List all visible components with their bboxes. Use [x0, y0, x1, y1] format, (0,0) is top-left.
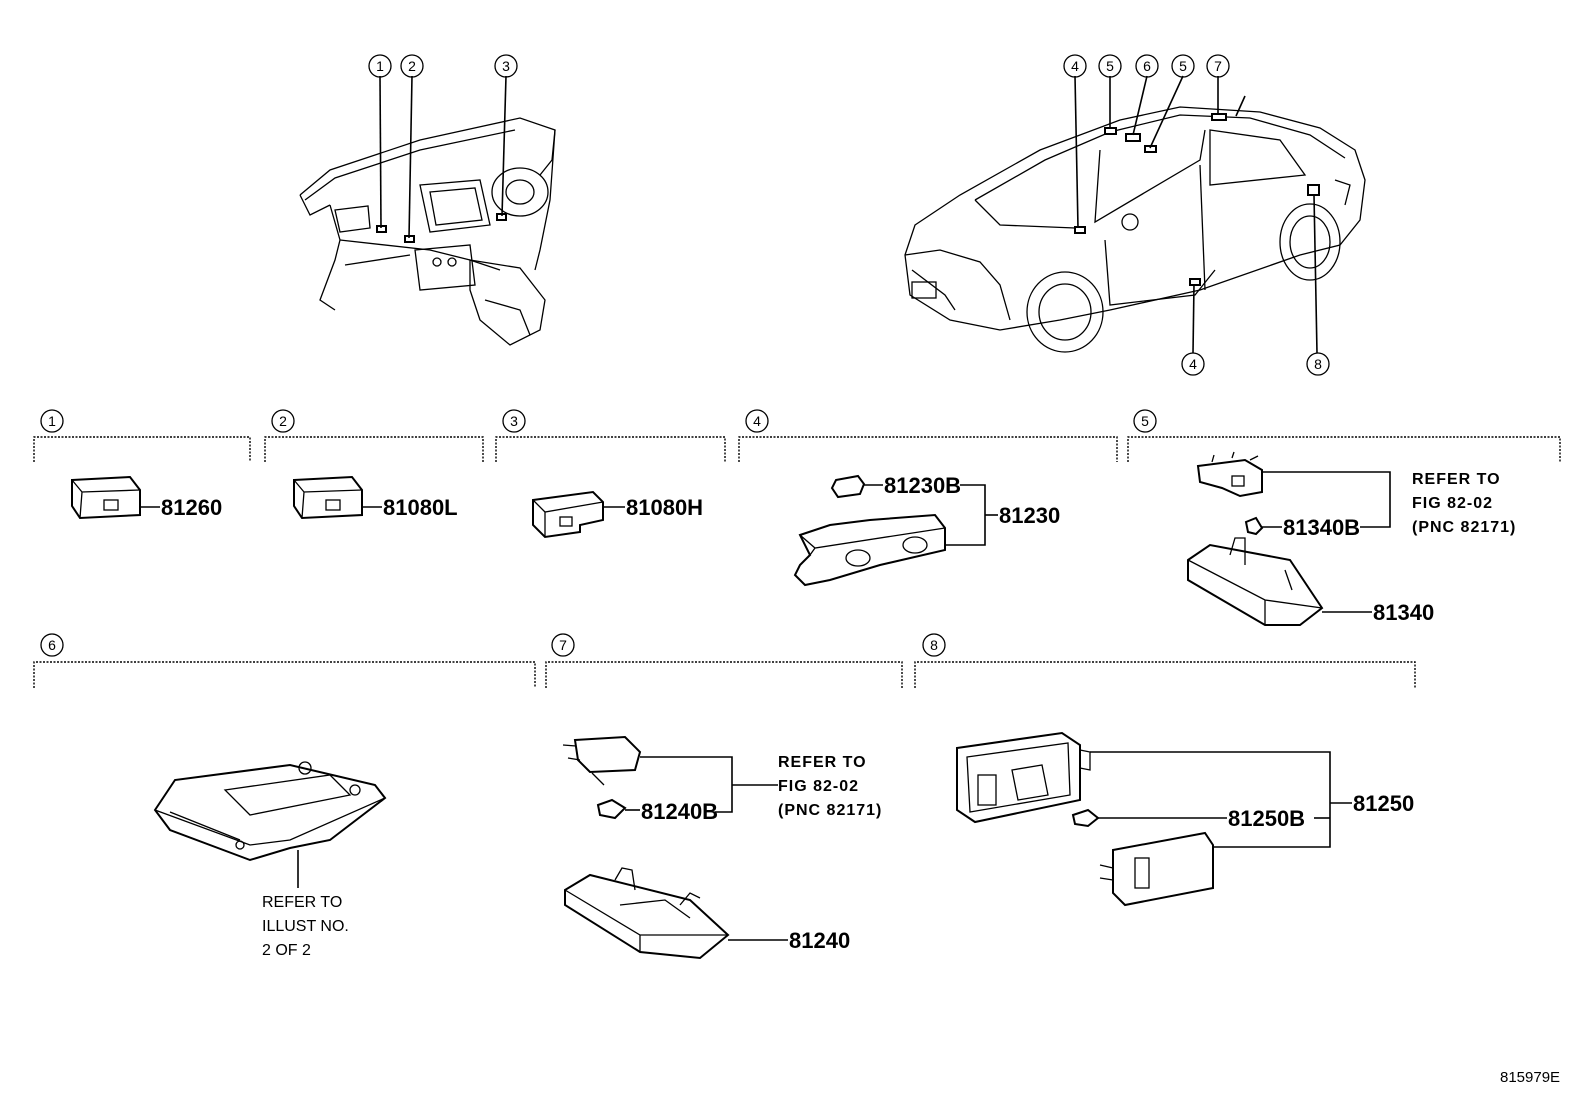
callout-8-marker: [1307, 184, 1320, 196]
part-number-81250: 81250: [1353, 791, 1414, 816]
part-number-81340B: 81340B: [1283, 515, 1360, 540]
refer-5-line2: FIG 82-02: [1412, 495, 1493, 512]
callout-5-top-a: 5: [1106, 58, 1114, 74]
section-headers-row1: 1 2 3 4 5: [33, 409, 1561, 462]
callout-4-bottom: 4: [1189, 356, 1197, 372]
part-number-81240B: 81240B: [641, 799, 718, 824]
part-number-81230B: 81230B: [884, 473, 961, 498]
section-1-label: 1: [48, 413, 56, 429]
top-callouts: 1 2 3 4 5 6 5 7 4 8: [368, 54, 1330, 376]
callout-4-top: 4: [1071, 58, 1079, 74]
refer-5-line3: (PNC 82171): [1412, 519, 1516, 536]
part-number-81240: 81240: [789, 928, 850, 953]
part-81240: 81240B REFER TO FIG 82-02 (PNC 82171) 81…: [562, 735, 882, 960]
refer-6-line1: REFER TO: [262, 894, 342, 911]
refer-5-line1: REFER TO: [1412, 471, 1501, 488]
refer-7-line3: (PNC 82171): [778, 802, 882, 819]
figure-code: 815979E: [1500, 1069, 1560, 1086]
callout-4-front-marker: [1074, 226, 1086, 234]
refer-6-line3: 2 OF 2: [262, 942, 311, 959]
part-number-81260: 81260: [161, 495, 222, 520]
section-4-label: 4: [753, 413, 761, 429]
callout-8-bottom: 8: [1314, 356, 1322, 372]
part-81080L: 81080L: [293, 475, 458, 520]
part-81250: 81250 81250B: [956, 731, 1414, 907]
part-number-81340: 81340: [1373, 600, 1434, 625]
callout-6-top: 6: [1143, 58, 1151, 74]
part-number-81080H: 81080H: [626, 495, 703, 520]
section-3-label: 3: [510, 413, 518, 429]
section-2-label: 2: [279, 413, 287, 429]
car-illustration: [904, 75, 1366, 354]
section-headers-row2: 6 7 8: [33, 633, 1416, 688]
callout-7-marker: [1211, 113, 1227, 121]
part-number-81080L: 81080L: [383, 495, 458, 520]
section-5-label: 5: [1141, 413, 1149, 429]
part-81260: 81260: [71, 475, 222, 520]
callout-6-marker: [1125, 133, 1141, 142]
part-81340: 81340B 81340 REFER TO FIG 82-02 (PNC 821…: [1187, 451, 1516, 626]
callout-3-top: 3: [502, 58, 510, 74]
refer-6-line2: ILLUST NO.: [262, 918, 349, 935]
part-number-81250B: 81250B: [1228, 806, 1305, 831]
section-6-label: 6: [48, 637, 56, 653]
part-81230: 81230B 81230: [793, 473, 1060, 587]
section-8-label: 8: [930, 637, 938, 653]
callout-2-top: 2: [408, 58, 416, 74]
part-map-lamp-assembly: REFER TO ILLUST NO. 2 OF 2: [153, 761, 387, 959]
callout-1-top: 1: [376, 58, 384, 74]
refer-7-line1: REFER TO: [778, 754, 867, 771]
callout-4-lower-marker: [1189, 278, 1201, 286]
callout-7-top: 7: [1214, 58, 1222, 74]
section-7-label: 7: [559, 637, 567, 653]
part-81080H: 81080H: [532, 490, 703, 539]
callout-5-top-b: 5: [1179, 58, 1187, 74]
refer-7-line2: FIG 82-02: [778, 778, 859, 795]
part-number-81230: 81230: [999, 503, 1060, 528]
dashboard-illustration: [299, 75, 556, 346]
